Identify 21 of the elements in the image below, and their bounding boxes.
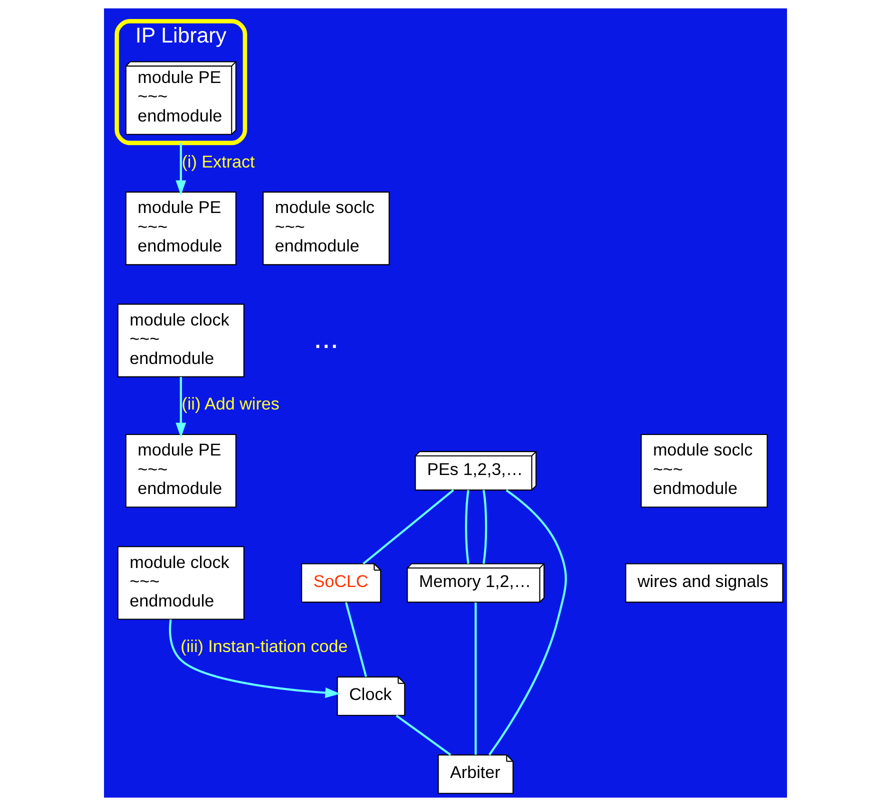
edge-label: (ii) Add wires [181, 394, 279, 414]
connector [488, 489, 566, 756]
node-box: module PE ~~~ endmodule [124, 434, 236, 508]
connector [482, 490, 487, 564]
connector [362, 489, 454, 565]
node-box: wires and signals [624, 563, 783, 603]
label: ... [313, 322, 338, 355]
connector [344, 602, 367, 678]
edge-label: (i) Extract [181, 152, 254, 172]
node-box: module soclc ~~~ endmodule [262, 192, 390, 266]
node-box: module PE ~~~ endmodule [124, 192, 236, 266]
node-box: module clock ~~~ endmodule [116, 546, 244, 620]
node-box: module soclc ~~~ endmodule [640, 434, 768, 508]
connector [395, 714, 451, 756]
arrow [168, 619, 340, 698]
arrow [175, 376, 186, 438]
connector [474, 602, 476, 755]
connector [464, 490, 469, 564]
node-box: module clock ~~~ endmodule [116, 304, 244, 378]
arrow [175, 142, 186, 196]
edge-label: (iii) Instan-tiation code [180, 637, 348, 656]
